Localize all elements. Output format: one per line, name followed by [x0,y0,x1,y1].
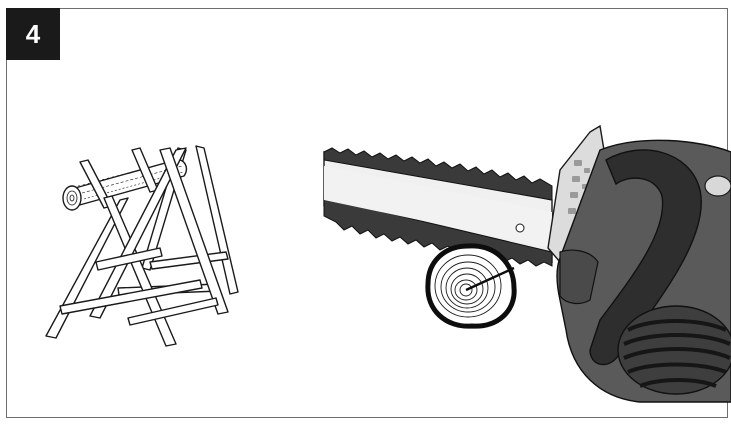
housing-knob [704,175,731,197]
saw-chain-top [323,147,553,201]
sawhorse-illustration [45,145,239,347]
vent-grille [617,305,731,395]
saw-chain-bottom [323,197,553,267]
log-cross-section [425,243,517,329]
step-number-badge: 4 [6,8,60,60]
chainsaw-illustration [323,124,731,403]
cut-line [465,266,515,292]
front-handle [589,149,702,366]
guide-bar [323,147,553,267]
